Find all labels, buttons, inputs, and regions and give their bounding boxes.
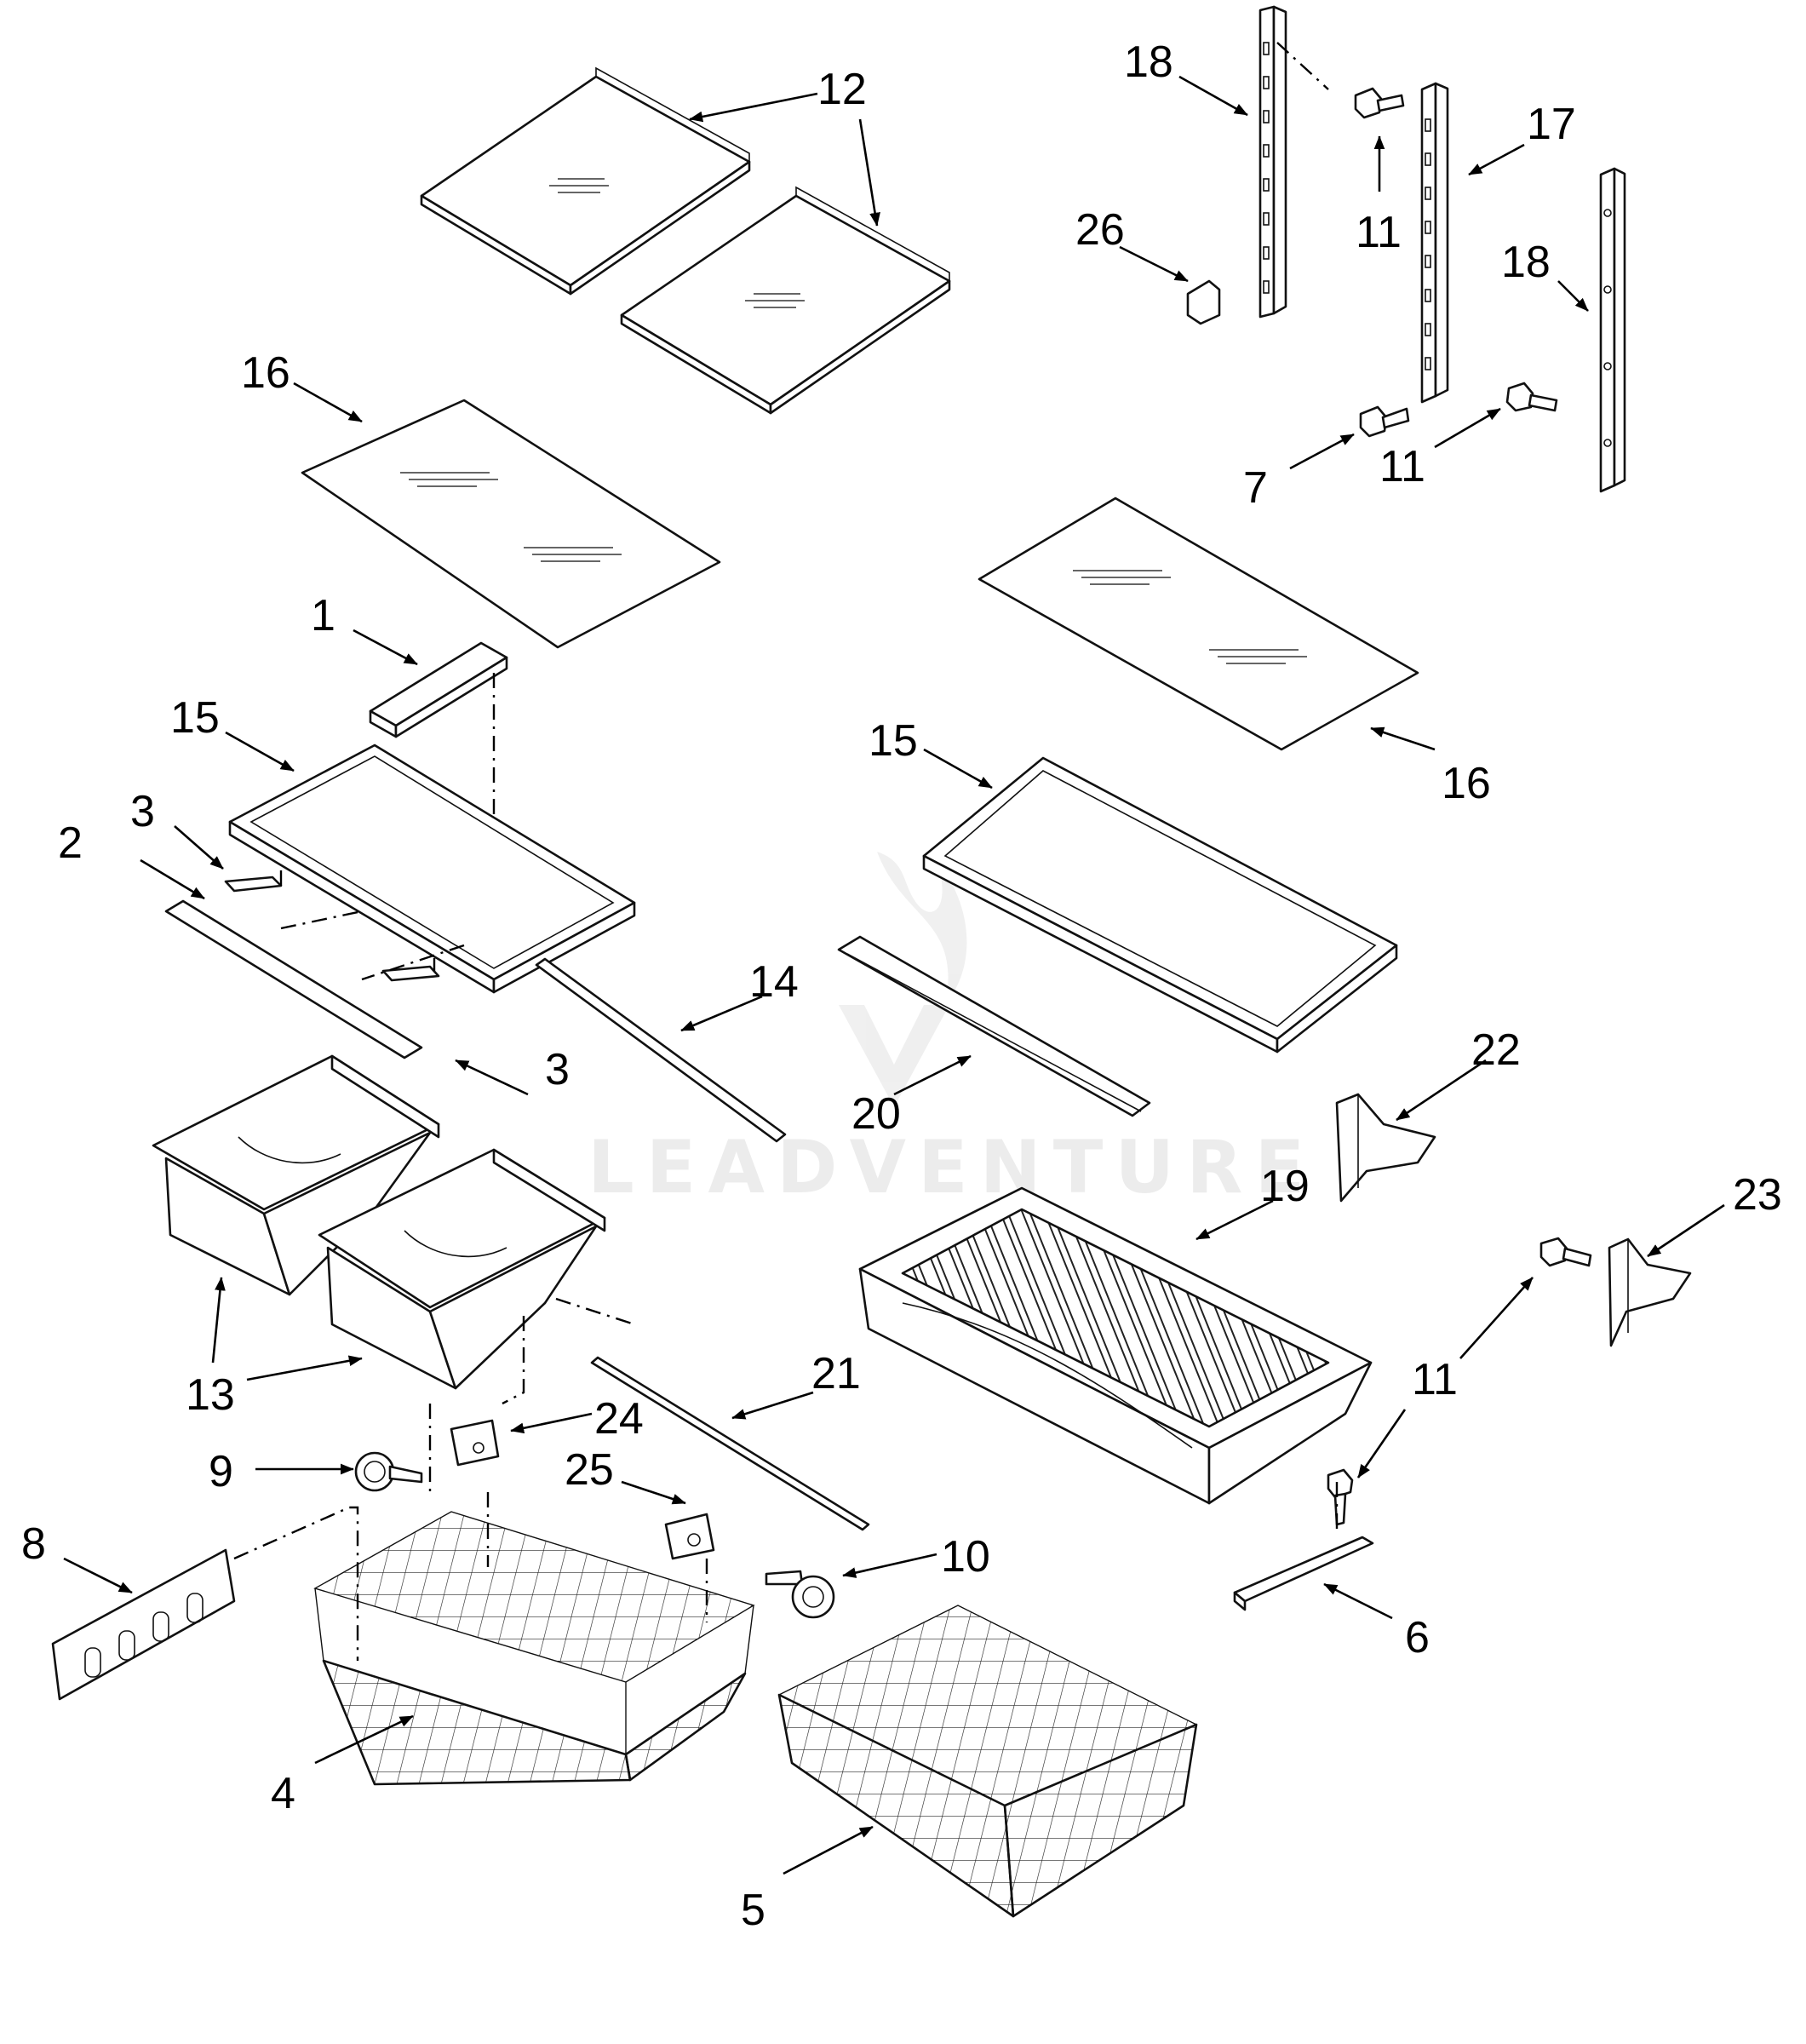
crisper-cover-frame-left-part-15: [228, 744, 636, 994]
watermark-logo: [839, 852, 967, 1107]
basket-clip-part-24: [450, 1419, 500, 1467]
callout-13: 13: [186, 1370, 235, 1420]
slide-bracket-part-6: [1233, 1536, 1374, 1611]
callout-3-lower: 3: [545, 1045, 570, 1094]
callout-23: 23: [1733, 1170, 1782, 1220]
wire-basket-part-5: [777, 1605, 1198, 1918]
screw-part-11-lower-a: [1539, 1237, 1592, 1267]
glass-shelf-panel-right-part-16: [978, 497, 1419, 751]
rod-part-21: [590, 1356, 870, 1531]
crisper-drawer-part-13-right: [318, 1148, 606, 1390]
clip-part-3-lower: [381, 965, 440, 982]
callout-9: 9: [209, 1447, 233, 1496]
shelf-bracket-part-1: [369, 641, 508, 738]
callout-25: 25: [565, 1445, 614, 1495]
basket-divider-part-8: [51, 1548, 236, 1701]
gear-part-10: [765, 1570, 835, 1619]
screw-part-7: [1359, 405, 1410, 438]
callout-20: 20: [851, 1089, 901, 1139]
callout-labels: 12 18 11 17 26 18 7 11 16 1 15 15 16 3 2…: [21, 37, 1782, 1935]
slide-out-shelf-part-12: [420, 66, 951, 415]
crisper-cover-frame-right-part-15: [922, 756, 1398, 1054]
rod-part-14: [535, 957, 787, 1143]
callout-7: 7: [1243, 463, 1268, 513]
callout-1: 1: [311, 591, 335, 640]
callout-19: 19: [1260, 1162, 1310, 1211]
clip-part-3-upper: [224, 876, 283, 893]
gear-part-9: [354, 1451, 423, 1492]
callout-8: 8: [21, 1519, 46, 1569]
drawer-bracket-part-22: [1335, 1093, 1436, 1203]
callout-16-right: 16: [1442, 759, 1491, 808]
basket-clip-part-25: [664, 1513, 715, 1560]
callout-21: 21: [811, 1349, 861, 1398]
screw-part-11-right: [1505, 382, 1558, 412]
front-trim-part-2: [164, 899, 423, 1059]
alignment-lines: [233, 42, 1339, 1661]
callout-2: 2: [58, 818, 83, 868]
callout-4: 4: [271, 1769, 295, 1818]
shelf-ladder-part-18-left: [1258, 5, 1287, 319]
callout-15-left: 15: [170, 693, 220, 743]
callout-24: 24: [594, 1394, 644, 1444]
callout-3-upper: 3: [130, 787, 155, 836]
shelf-ladder-part-17: [1420, 82, 1449, 404]
watermark-text: LEADVENTURE: [588, 1125, 1316, 1210]
glass-shelf-panel-left-part-16: [301, 399, 721, 649]
callout-11-right: 11: [1379, 442, 1425, 491]
callout-18-top: 18: [1124, 37, 1173, 87]
callout-15-right: 15: [869, 716, 918, 766]
front-trim-part-20: [837, 935, 1151, 1117]
callout-22: 22: [1471, 1025, 1521, 1075]
leader-arrows: [63, 75, 1725, 1875]
callout-11-top: 11: [1356, 208, 1402, 257]
callout-17: 17: [1527, 100, 1576, 149]
screw-part-11-lower-b: [1327, 1468, 1354, 1526]
callout-11-lower-a: 11: [1412, 1355, 1458, 1404]
shelf-ladder-part-18-right: [1599, 167, 1626, 493]
callout-26: 26: [1075, 205, 1125, 255]
screw-part-11-top: [1354, 87, 1405, 119]
callout-6: 6: [1405, 1613, 1430, 1662]
callout-5: 5: [741, 1886, 765, 1935]
full-width-drawer-part-19: [858, 1186, 1373, 1505]
callout-14: 14: [749, 957, 799, 1007]
callout-12: 12: [817, 65, 867, 114]
callout-18-right: 18: [1501, 238, 1551, 287]
drawer-bracket-part-23: [1608, 1237, 1692, 1347]
callout-16-left: 16: [241, 348, 290, 398]
callout-10: 10: [941, 1532, 990, 1582]
ladder-clip-part-26: [1186, 279, 1221, 325]
